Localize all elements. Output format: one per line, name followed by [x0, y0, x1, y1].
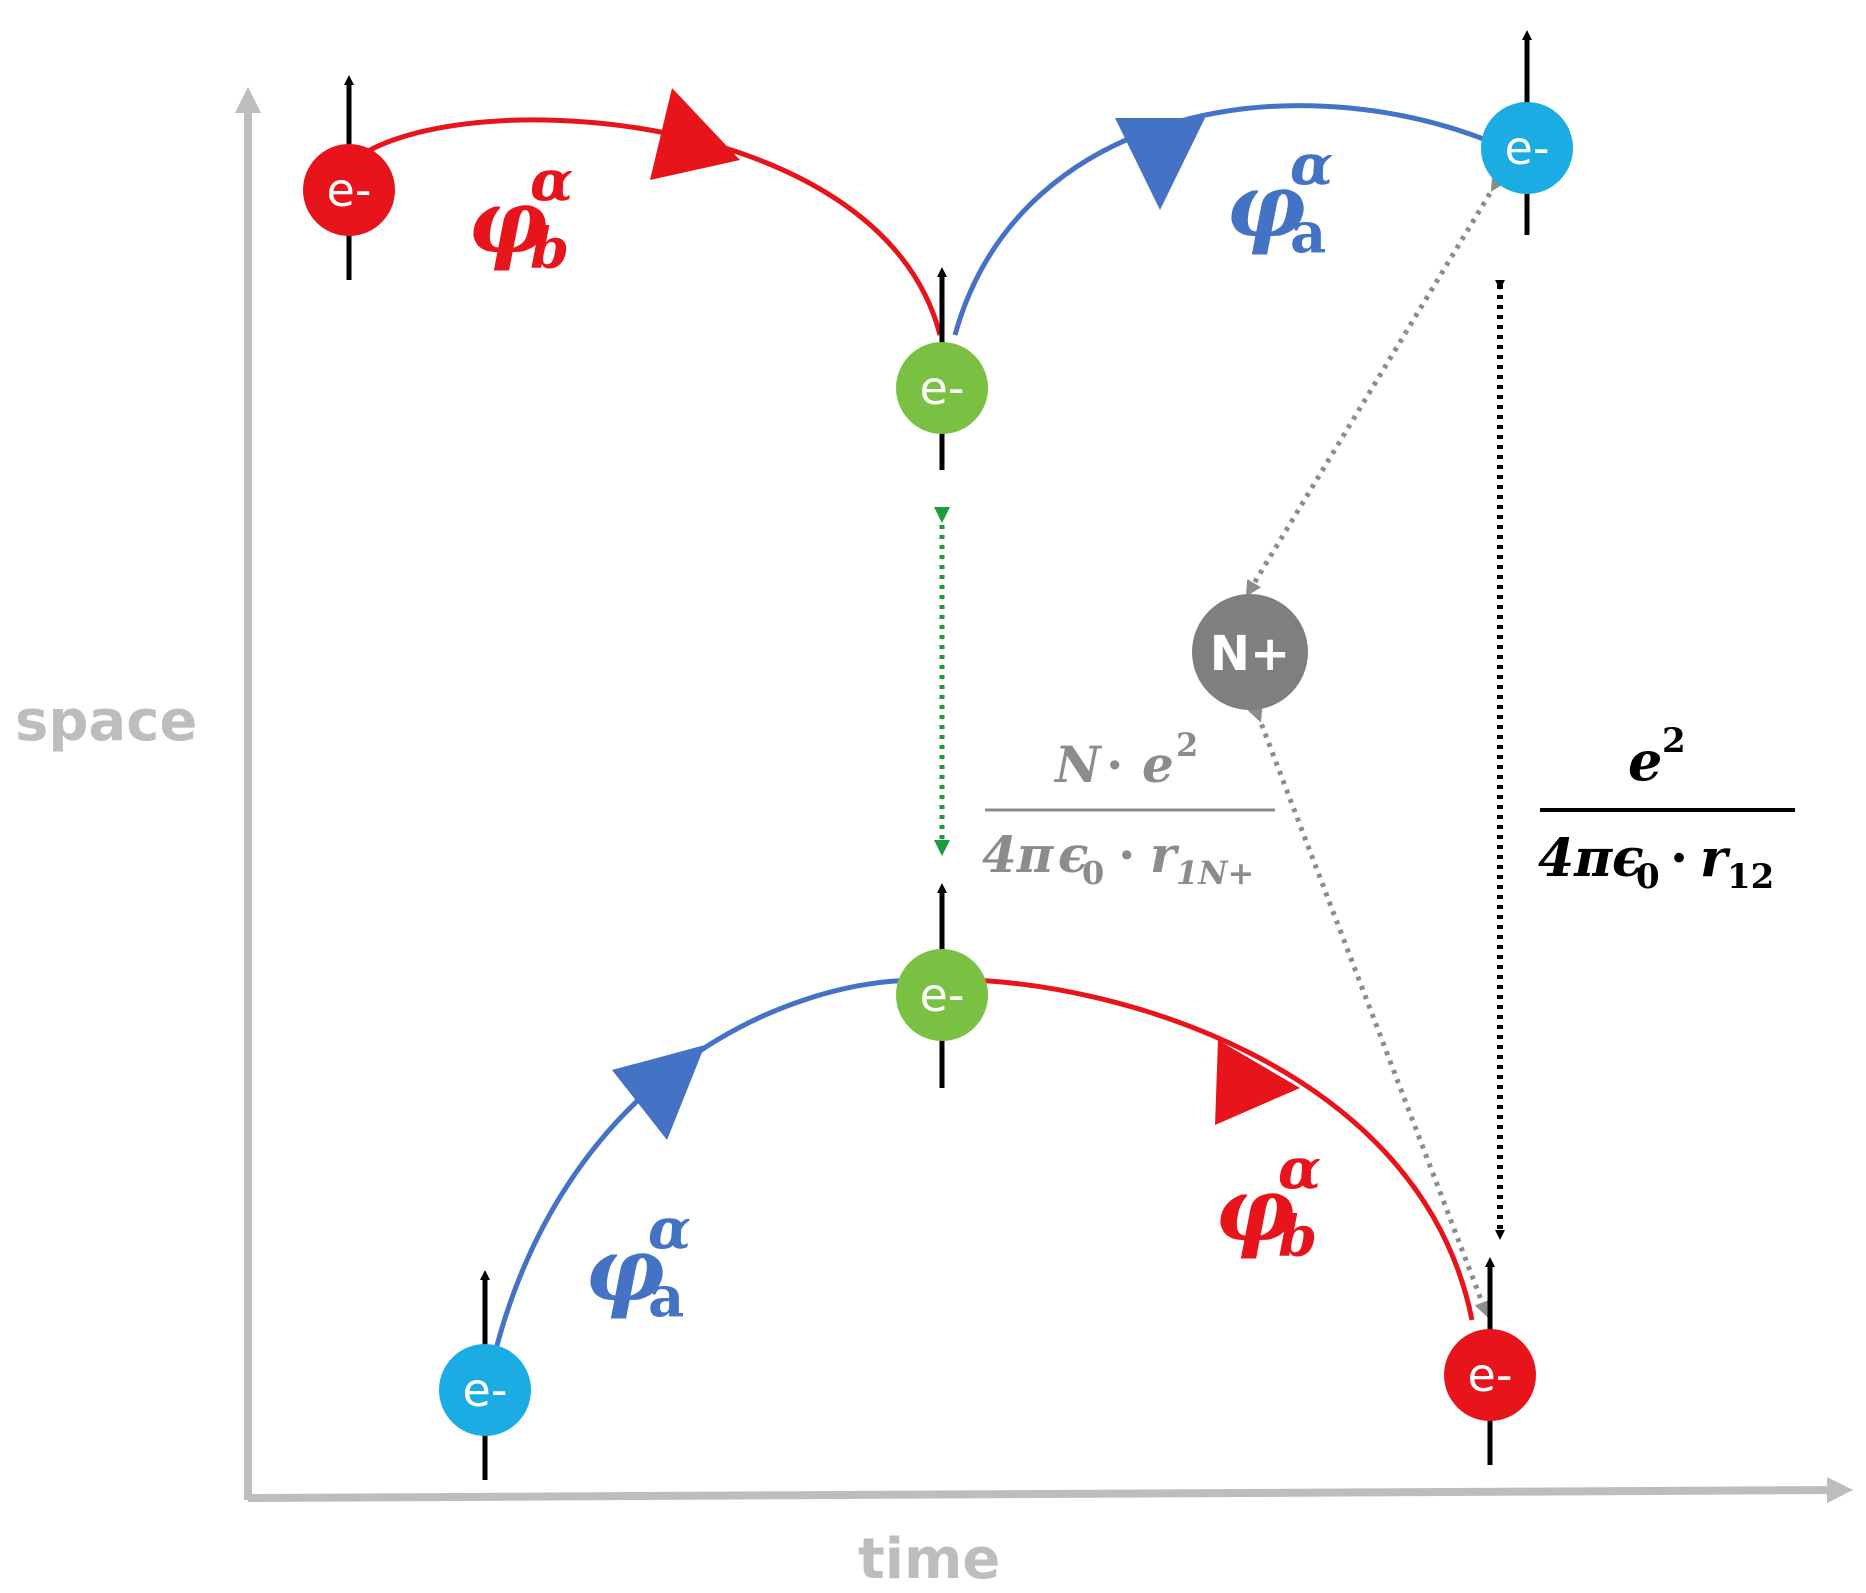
svg-text:α: α — [530, 148, 573, 214]
label-phi-b-top: φ α b — [468, 148, 573, 282]
svg-text:α: α — [648, 1196, 691, 1262]
nucleus-label: N+ — [1210, 626, 1290, 682]
orbital-labels: φ α b φ α a φ α a φ α b — [468, 132, 1333, 1330]
electrons: e- e- e- e- e- e- — [303, 102, 1573, 1436]
bottom-red-arrow-head — [1215, 1040, 1300, 1125]
svg-text:·: · — [1670, 828, 1688, 889]
bottom-red-curve — [959, 977, 1475, 1321]
gray-dotted-nucleus-bottom — [1247, 704, 1490, 1318]
svg-text:0: 0 — [1636, 857, 1660, 897]
top-blue-arrow-head — [1115, 118, 1205, 210]
svg-text:φ: φ — [1215, 1157, 1295, 1261]
svg-text:4π: 4π — [982, 825, 1055, 884]
electron-bottom-mid: e- — [896, 949, 988, 1041]
svg-text:e: e — [1142, 735, 1174, 794]
electron-label: e- — [920, 361, 965, 415]
electron-top-right: e- — [1481, 102, 1573, 194]
svg-text:0: 0 — [1082, 854, 1104, 892]
interaction-lines — [934, 174, 1506, 1318]
svg-text:1N+: 1N+ — [1176, 854, 1254, 892]
label-phi-b-bottom: φ α b — [1215, 1136, 1321, 1270]
svg-text:e: e — [1628, 729, 1662, 793]
x-axis-label: time — [858, 1527, 1000, 1592]
electron-bottom-left: e- — [439, 1344, 531, 1436]
electron-label: e- — [463, 1363, 508, 1417]
label-phi-a-bottom: φ α a — [585, 1196, 691, 1330]
formula-electron-nucleus: N · e 2 4π ϵ 0 · r 1N+ — [982, 726, 1275, 892]
electron-label: e- — [327, 163, 372, 217]
svg-text:α: α — [1290, 132, 1333, 198]
bottom-blue-curve — [489, 977, 921, 1366]
svg-text:12: 12 — [1727, 857, 1774, 897]
y-axis-label: space — [15, 689, 197, 754]
svg-text:b: b — [530, 216, 569, 282]
axes: space time — [15, 87, 1853, 1592]
formula-electron-electron: e 2 4π ϵ 0 · r 12 — [1538, 721, 1795, 897]
svg-text:ϵ: ϵ — [1058, 825, 1088, 884]
label-phi-a-top: φ α a — [1226, 132, 1333, 266]
top-red-arrow-head — [650, 88, 740, 180]
x-axis — [247, 1477, 1853, 1504]
svg-text:b: b — [1278, 1204, 1317, 1270]
electron-top-mid: e- — [896, 342, 988, 434]
svg-text:φ: φ — [585, 1217, 665, 1321]
orbital-curves — [343, 88, 1512, 1366]
svg-text:a: a — [1290, 200, 1326, 266]
top-red-curve — [343, 117, 943, 336]
svg-text:2: 2 — [1662, 721, 1686, 761]
svg-text:r: r — [1150, 825, 1180, 884]
svg-text:2: 2 — [1176, 726, 1198, 764]
svg-text:α: α — [1278, 1136, 1321, 1202]
svg-text:φ: φ — [468, 169, 548, 273]
electron-top-left: e- — [303, 144, 395, 236]
svg-text:a: a — [648, 1264, 684, 1330]
nucleus: N+ — [1192, 594, 1308, 710]
electron-bottom-right: e- — [1444, 1329, 1536, 1421]
svg-text:·: · — [1118, 825, 1135, 884]
svg-text:ϵ: ϵ — [1612, 828, 1644, 889]
svg-text:r: r — [1700, 828, 1731, 889]
svg-text:φ: φ — [1226, 153, 1306, 257]
svg-text:·: · — [1106, 735, 1123, 794]
svg-text:4π: 4π — [1538, 828, 1613, 889]
svg-text:N: N — [1053, 735, 1103, 794]
electron-label: e- — [1468, 1348, 1513, 1402]
electron-label: e- — [1505, 121, 1550, 175]
electron-label: e- — [920, 968, 965, 1022]
bottom-blue-arrow-head — [612, 1045, 705, 1140]
